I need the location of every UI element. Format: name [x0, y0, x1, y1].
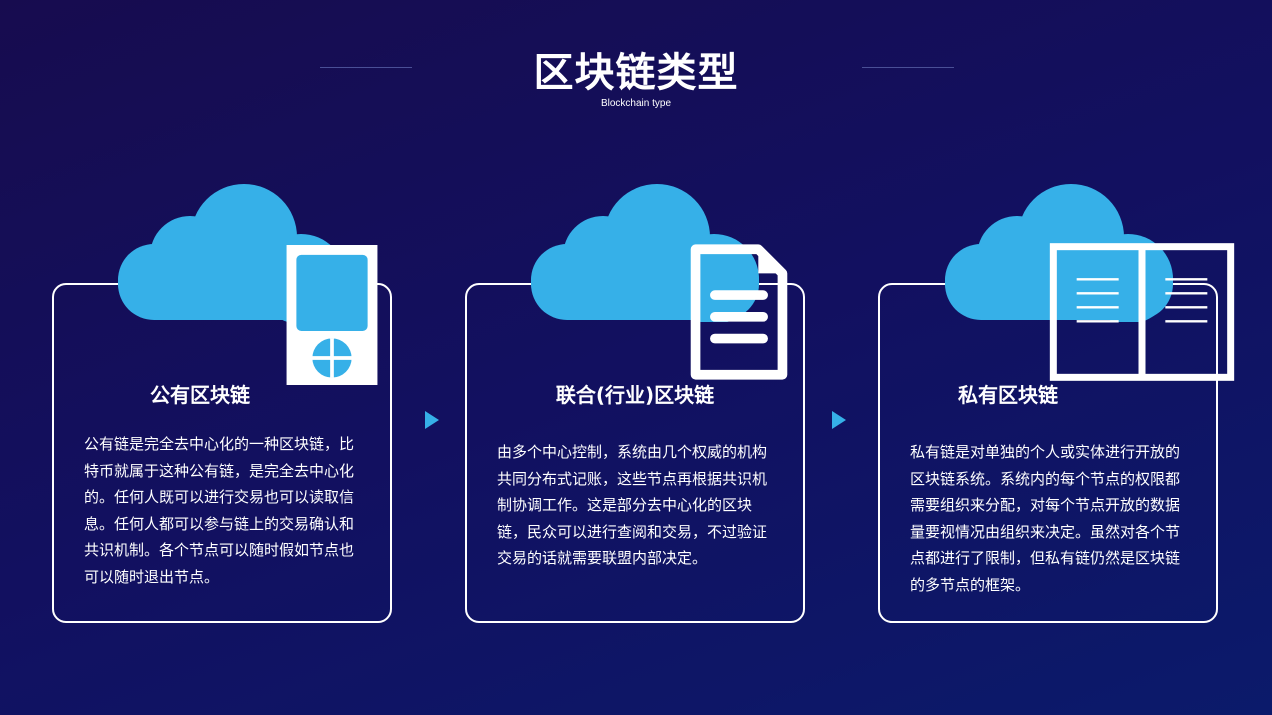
arrow-right-icon: [425, 411, 439, 429]
card-public: 公有区块链 公有链是完全去中心化的一种区块链，比特币就属于这种公有链，是完全去中…: [52, 283, 392, 623]
card-title: 联合(行业)区块链: [555, 383, 715, 407]
cloud-icon: [531, 182, 788, 380]
book-icon: [1028, 242, 1235, 381]
card-private: 私有区块链 私有链是对单独的个人或实体进行开放的区块链系统。系统内的每个节点的权…: [878, 283, 1218, 623]
title-rule-left: [320, 67, 412, 68]
cloud-icon: [118, 182, 378, 385]
card-title: 公有区块链: [150, 383, 250, 407]
card-body: 公有链是完全去中心化的一种区块链，比特币就属于这种公有链，是完全去中心化的。任何…: [84, 435, 355, 586]
card-body: 私有链是对单独的个人或实体进行开放的区块链系统。系统内的每个节点的权限都需要组织…: [910, 443, 1181, 594]
page-subtitle: Blockchain type: [600, 98, 672, 109]
card-body: 由多个中心控制，系统由几个权威的机构共同分布式记账，这些节点再根据共识机制协调工…: [497, 443, 768, 567]
title-rule-right: [862, 67, 954, 68]
arrow-right-icon: [832, 411, 846, 429]
card-consortium: 联合(行业)区块链 由多个中心控制，系统由几个权威的机构共同分布式记账，这些节点…: [465, 283, 805, 623]
document-icon: [625, 242, 788, 380]
card-title: 私有区块链: [958, 383, 1058, 407]
media-player-icon: [218, 245, 378, 385]
cloud-icon: [945, 182, 1235, 381]
page-title: 区块链类型: [533, 50, 739, 96]
